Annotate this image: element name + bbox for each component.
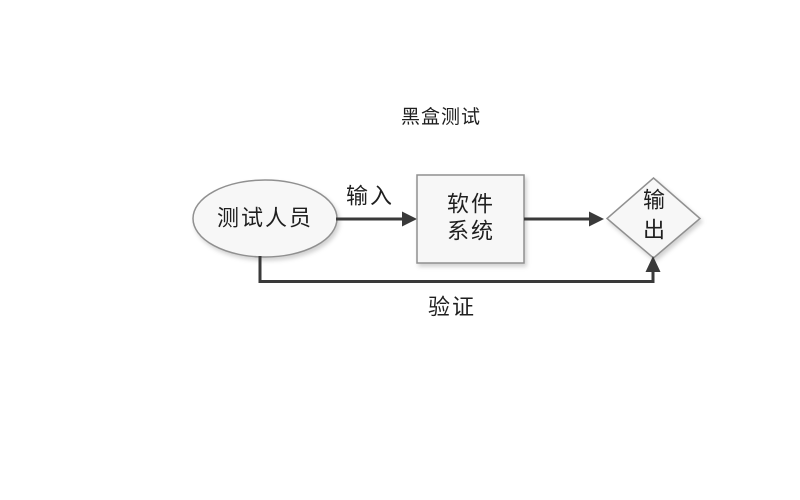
output-label-char1: 输 [643, 189, 667, 214]
verify-edge-label: 验证 [428, 296, 476, 321]
system-box-shape [416, 174, 525, 264]
tester-label: 测试人员 [217, 207, 313, 232]
input-arrow-head [402, 211, 417, 227]
output-label-char2: 出 [643, 219, 667, 244]
system-label-line2: 系统 [447, 220, 495, 245]
diagram-title: 黑盒测试 [401, 106, 481, 128]
input-edge-label: 输入 [346, 185, 394, 210]
result-arrow-head [589, 211, 604, 227]
verify-arrow-head [645, 256, 661, 272]
verify-feedback-line [258, 256, 655, 283]
system-label-line1: 软件 [447, 193, 495, 218]
